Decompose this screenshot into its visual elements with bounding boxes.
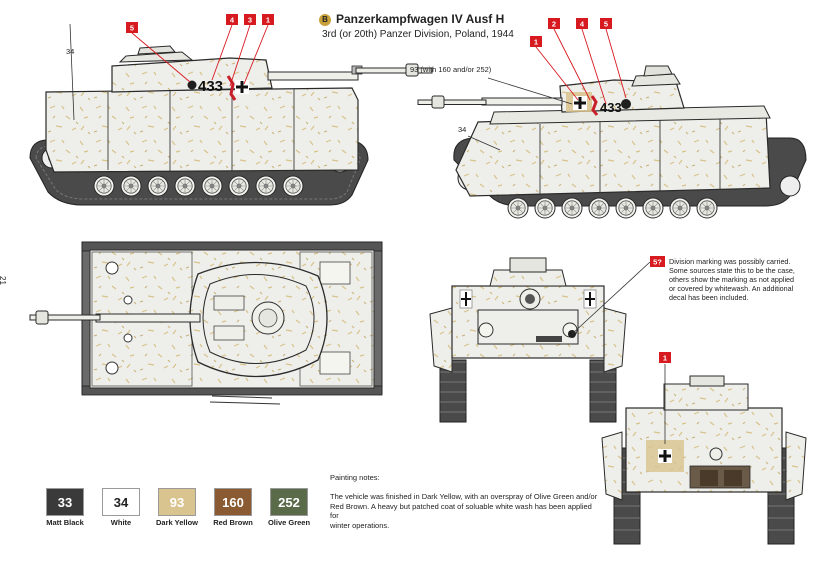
note-line: Some sources state this to be the case, bbox=[669, 266, 795, 275]
rear-view bbox=[601, 364, 807, 545]
painting-notes: The vehicle was finished in Dark Yellow,… bbox=[330, 492, 600, 530]
painting-notes-heading: Painting notes: bbox=[330, 473, 380, 482]
left-side-view: 433 bbox=[29, 23, 433, 206]
swatch-white: 34 bbox=[102, 488, 140, 516]
swatch-matt-black: 33 bbox=[46, 488, 84, 516]
marker-box bbox=[530, 36, 542, 47]
painting-note-line: Red Brown. A heavy but patched coat of s… bbox=[330, 501, 592, 521]
left-markers: 4 3 1 5 bbox=[126, 14, 274, 87]
swatch-label: Dark Yellow bbox=[156, 518, 198, 527]
front-view bbox=[429, 257, 651, 423]
marker-box bbox=[226, 14, 238, 25]
note-line: or covered by whitewash. An additional bbox=[669, 284, 794, 293]
marker-box bbox=[659, 352, 671, 363]
callout-34-left: 34 bbox=[66, 47, 74, 56]
marker-box bbox=[576, 18, 588, 29]
right-side-view: 433 bbox=[417, 65, 807, 219]
marker-label: 4 bbox=[230, 16, 235, 25]
marker-label: 1 bbox=[663, 354, 667, 363]
marker-box bbox=[548, 18, 560, 29]
division-note: Division marking was possibly carried. S… bbox=[669, 257, 827, 302]
marker-label: 5 bbox=[130, 24, 134, 33]
swatch-label: Red Brown bbox=[213, 518, 253, 527]
marker-label: 5 bbox=[604, 20, 608, 29]
note-line: others show the marking as not applied bbox=[669, 275, 795, 284]
marker-label: 3 bbox=[248, 16, 252, 25]
marker-label: 1 bbox=[266, 16, 270, 25]
page-subtitle: 3rd (or 20th) Panzer Division, Poland, 1… bbox=[322, 29, 514, 40]
marker-box bbox=[244, 14, 256, 25]
swatch-red-brown: 160 bbox=[214, 488, 252, 516]
top-view bbox=[29, 241, 383, 405]
page-title: Panzerkampfwagen IV Ausf H bbox=[336, 12, 505, 26]
left-hull-number: 433 bbox=[198, 78, 223, 95]
right-markers: 1 2 4 5 bbox=[530, 18, 627, 105]
callout-34-right: 34 bbox=[458, 125, 466, 134]
callout-93: 93 (with 160 and/or 252) bbox=[410, 65, 492, 74]
marker-box bbox=[600, 18, 612, 29]
swatch-label: Olive Green bbox=[267, 518, 311, 527]
swatch-dark-yellow: 93 bbox=[158, 488, 196, 516]
painting-note-line: The vehicle was finished in Dark Yellow,… bbox=[330, 492, 598, 501]
swatch-olive-green: 252 bbox=[270, 488, 308, 516]
marker-label: 1 bbox=[534, 38, 538, 47]
marker-box bbox=[650, 256, 665, 267]
front-marker: 5? bbox=[650, 256, 665, 267]
marker-box bbox=[126, 22, 138, 33]
marker-label: 2 bbox=[552, 20, 556, 29]
marker-label: 5? bbox=[653, 258, 662, 267]
marker-label: 4 bbox=[580, 20, 585, 29]
swatch-label: White bbox=[110, 518, 132, 527]
version-badge: B bbox=[319, 14, 331, 26]
note-line: Division marking was possibly carried. bbox=[669, 257, 791, 266]
right-hull-number: 433 bbox=[600, 100, 622, 115]
painting-note-line: winter operations. bbox=[330, 520, 390, 530]
rear-marker: 1 bbox=[659, 352, 671, 363]
note-line: decal has been included. bbox=[669, 293, 749, 302]
marker-box bbox=[262, 14, 274, 25]
swatch-label: Matt Black bbox=[46, 518, 84, 527]
